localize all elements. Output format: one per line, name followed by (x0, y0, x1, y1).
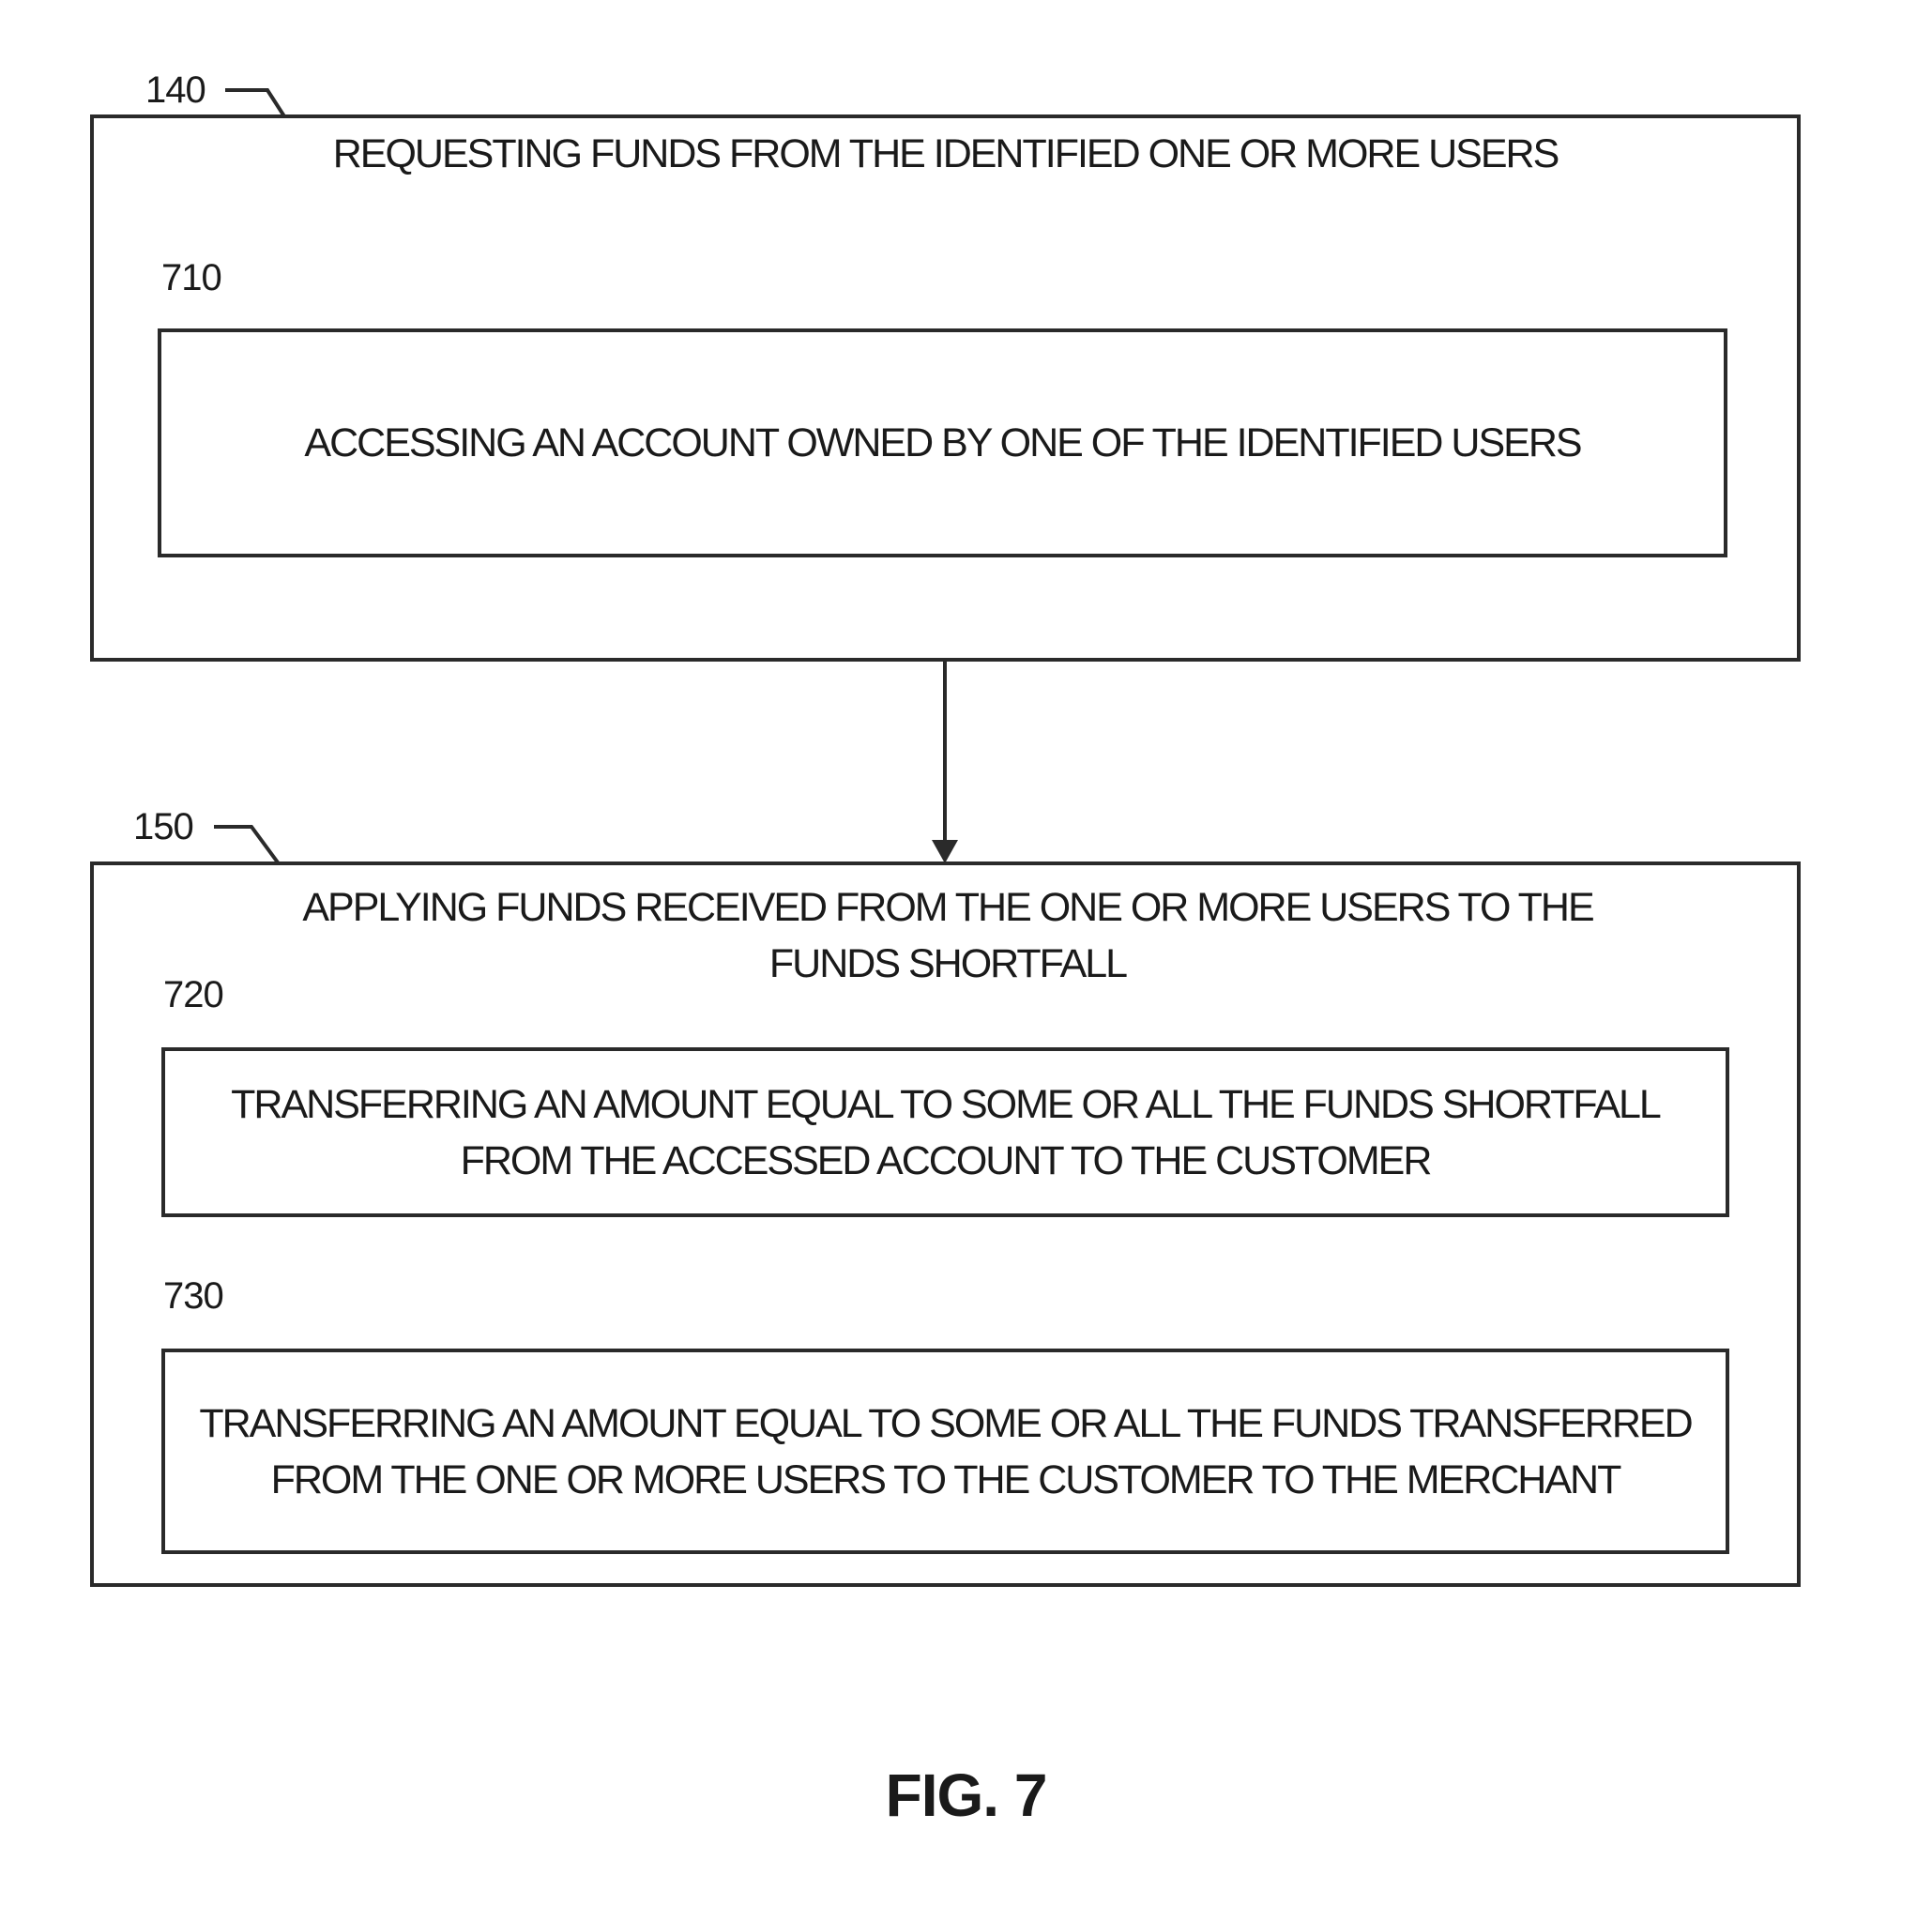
step-150-ref: 150 (133, 808, 193, 846)
step-720-label: TRANSFERRING AN AMOUNT EQUAL TO SOME OR … (186, 1076, 1706, 1189)
arrow-140-to-150 (932, 662, 958, 863)
step-730-ref: 730 (163, 1277, 223, 1315)
step-140-ref: 140 (145, 71, 205, 109)
step-710-ref: 710 (161, 259, 221, 297)
step-710-box: ACCESSING AN ACCOUNT OWNED BY ONE OF THE… (158, 328, 1727, 557)
step-730-label: TRANSFERRING AN AMOUNT EQUAL TO SOME OR … (195, 1395, 1696, 1508)
figure-caption: FIG. 7 (0, 1761, 1932, 1830)
step-140-label: REQUESTING FUNDS FROM THE IDENTIFIED ONE… (94, 126, 1797, 182)
step-720-ref: 720 (163, 976, 223, 1014)
step-710-label: ACCESSING AN ACCOUNT OWNED BY ONE OF THE… (161, 415, 1724, 471)
leader-line-150 (214, 827, 278, 862)
step-730-box: TRANSFERRING AN AMOUNT EQUAL TO SOME OR … (161, 1349, 1729, 1554)
leader-line-140 (225, 90, 284, 116)
step-150-label: APPLYING FUNDS RECEIVED FROM THE ONE OR … (272, 879, 1623, 992)
step-720-box: TRANSFERRING AN AMOUNT EQUAL TO SOME OR … (161, 1047, 1729, 1217)
